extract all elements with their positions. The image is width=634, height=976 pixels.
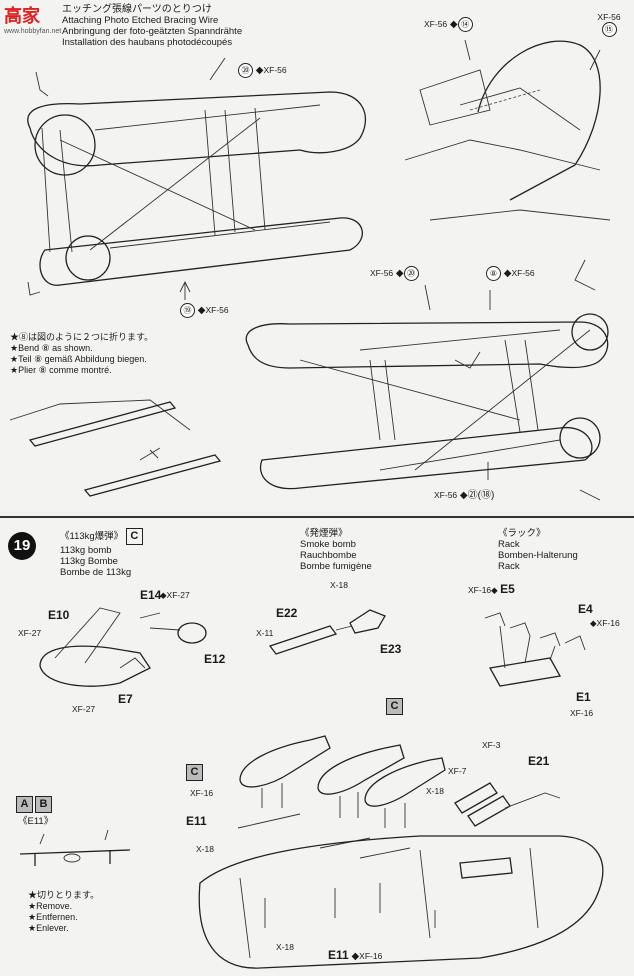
- lower-wing-right: [260, 427, 593, 490]
- paint-x18-a: X-18: [330, 580, 348, 590]
- paint-xf16-a: XF-16◆ E5: [468, 582, 515, 596]
- step-18-title: エッチング張線パーツのとりつけ Attaching Photo Etched B…: [62, 4, 242, 48]
- callout-8: ⑧ ◆XF-56: [486, 266, 535, 281]
- rack-mount: [459, 857, 513, 879]
- callout-20-top: ⑳ ◆XF-56: [238, 63, 287, 78]
- step-18-panel: 高家 www.hobbyfan.net エッチング張線パーツのとりつけ Atta…: [4, 2, 624, 501]
- upper-wing-right: [245, 321, 609, 369]
- e11-note-en: ★Remove.: [28, 901, 73, 911]
- step-19-panel: 19 《113kg爆弾》 C 113kg bomb 113kg Bombe Bo…: [0, 516, 634, 976]
- bend-note-de: ★Teil ⑧ gemäß Abbildung biegen.: [10, 354, 147, 364]
- watermark-logo: 高家: [4, 6, 40, 26]
- bend-note: ★⑧は図のように２つに折ります。 ★Bend ⑧ as shown. ★Teil…: [10, 332, 153, 376]
- bomb-right: [364, 757, 446, 807]
- detail-circle-2: [65, 235, 111, 281]
- callout-14: XF-56 ◆⑭: [424, 17, 473, 32]
- box-c-left: C: [186, 762, 203, 781]
- e11-note: ★切りとります。 ★Remove. ★Entfernen. ★Enlever.: [28, 890, 99, 934]
- step-19-drawing: [19, 607, 604, 969]
- group-113kg-bomb: 《113kg爆弾》 C 113kg bomb 113kg Bombe Bombe…: [60, 528, 143, 578]
- e11-note-fr: ★Enlever.: [28, 923, 69, 933]
- bracing-wire-part: [28, 401, 177, 447]
- title-en: Attaching Photo Etched Bracing Wire: [62, 15, 219, 26]
- rack-base: [488, 657, 562, 687]
- step-19-number: 19: [8, 532, 36, 560]
- paint-xf3: XF-3: [482, 740, 501, 750]
- paint-xf27-c: XF-27: [72, 704, 96, 714]
- part-e10: E10: [48, 608, 70, 622]
- part-e1: E1: [576, 690, 591, 704]
- group-smoke-bomb: 《発煙弾》 Smoke bomb Rauchbombe Bombe fumigè…: [300, 528, 372, 572]
- group-rack: 《ラック》 Rack Bomben-Halterung Rack: [498, 528, 578, 572]
- callout-15: XF-56 ⑮: [594, 12, 624, 37]
- part-e23: E23: [380, 642, 402, 656]
- bend-note-en: ★Bend ⑧ as shown.: [10, 343, 93, 353]
- part-e11-a: E11: [186, 814, 207, 828]
- smoke-bomb-pair: [454, 782, 511, 827]
- paint-xf27-a: ◆XF-27: [160, 590, 190, 600]
- bend-note-jp: ★⑧は図のように２つに折ります。: [10, 332, 154, 342]
- step-18-drawing: [9, 39, 611, 501]
- part-e21: E21: [528, 754, 550, 768]
- bend-note-fr: ★Plier ⑧ comme montré.: [10, 365, 112, 375]
- bomb-body-1: [39, 645, 151, 687]
- detail-circle-1: [34, 114, 96, 176]
- paint-xf16-c: XF-16: [570, 708, 594, 718]
- tail-fin: [477, 40, 601, 201]
- detail-circle-3: [571, 313, 609, 351]
- bomb-middle: [317, 744, 405, 795]
- title-fr: Installation des haubans photodécoupés: [62, 37, 233, 48]
- paint-x18-c: X-18: [276, 942, 294, 952]
- part-e7: E7: [118, 692, 133, 706]
- paint-xf7: XF-7: [448, 766, 467, 776]
- smoke-bomb-tube: [268, 625, 338, 655]
- paint-xf16-b: ◆XF-16: [590, 618, 620, 628]
- box-c-top: C: [386, 696, 403, 715]
- callout-21-18: XF-56 ◆㉑(⑱): [434, 490, 495, 501]
- title-jp: エッチング張線パーツのとりつけ: [62, 4, 212, 15]
- part-e11-b: E11 ◆XF-16: [328, 948, 383, 962]
- lower-wing-left: [39, 217, 363, 286]
- smoke-bomb-tail: [349, 609, 386, 634]
- callout-20-right: XF-56 ◆⑳: [370, 266, 419, 281]
- bracing-wire-bent: [83, 454, 222, 497]
- part-e22: E22: [276, 606, 298, 620]
- detail-circle-4: [559, 417, 601, 459]
- upper-wing-left: [27, 91, 367, 167]
- paint-x18-d: X-18: [426, 786, 444, 796]
- callout-19: ⑲ ◆XF-56: [180, 303, 229, 318]
- e11-note-de: ★Entfernen.: [28, 912, 78, 922]
- e11-header: 《E11》: [18, 816, 54, 827]
- part-e4: E4: [578, 602, 593, 616]
- watermark-url: www.hobbyfan.net: [4, 28, 62, 35]
- watermark: 高家 www.hobbyfan.net: [4, 2, 61, 35]
- paint-xf16-d: XF-16: [190, 788, 214, 798]
- e11-note-jp: ★切りとります。: [28, 890, 100, 900]
- part-e12: E12: [204, 652, 226, 666]
- e11-part: [19, 849, 131, 866]
- bomb-left: [239, 735, 331, 788]
- paint-xf27-b: XF-27: [18, 628, 42, 638]
- paint-x18-b: X-18: [196, 844, 214, 854]
- part-e14: E14: [140, 588, 162, 602]
- paint-x11: X-11: [256, 628, 274, 638]
- lower-wing: [198, 835, 604, 969]
- title-de: Anbringung der foto-geätzten Spanndrähte: [62, 26, 243, 37]
